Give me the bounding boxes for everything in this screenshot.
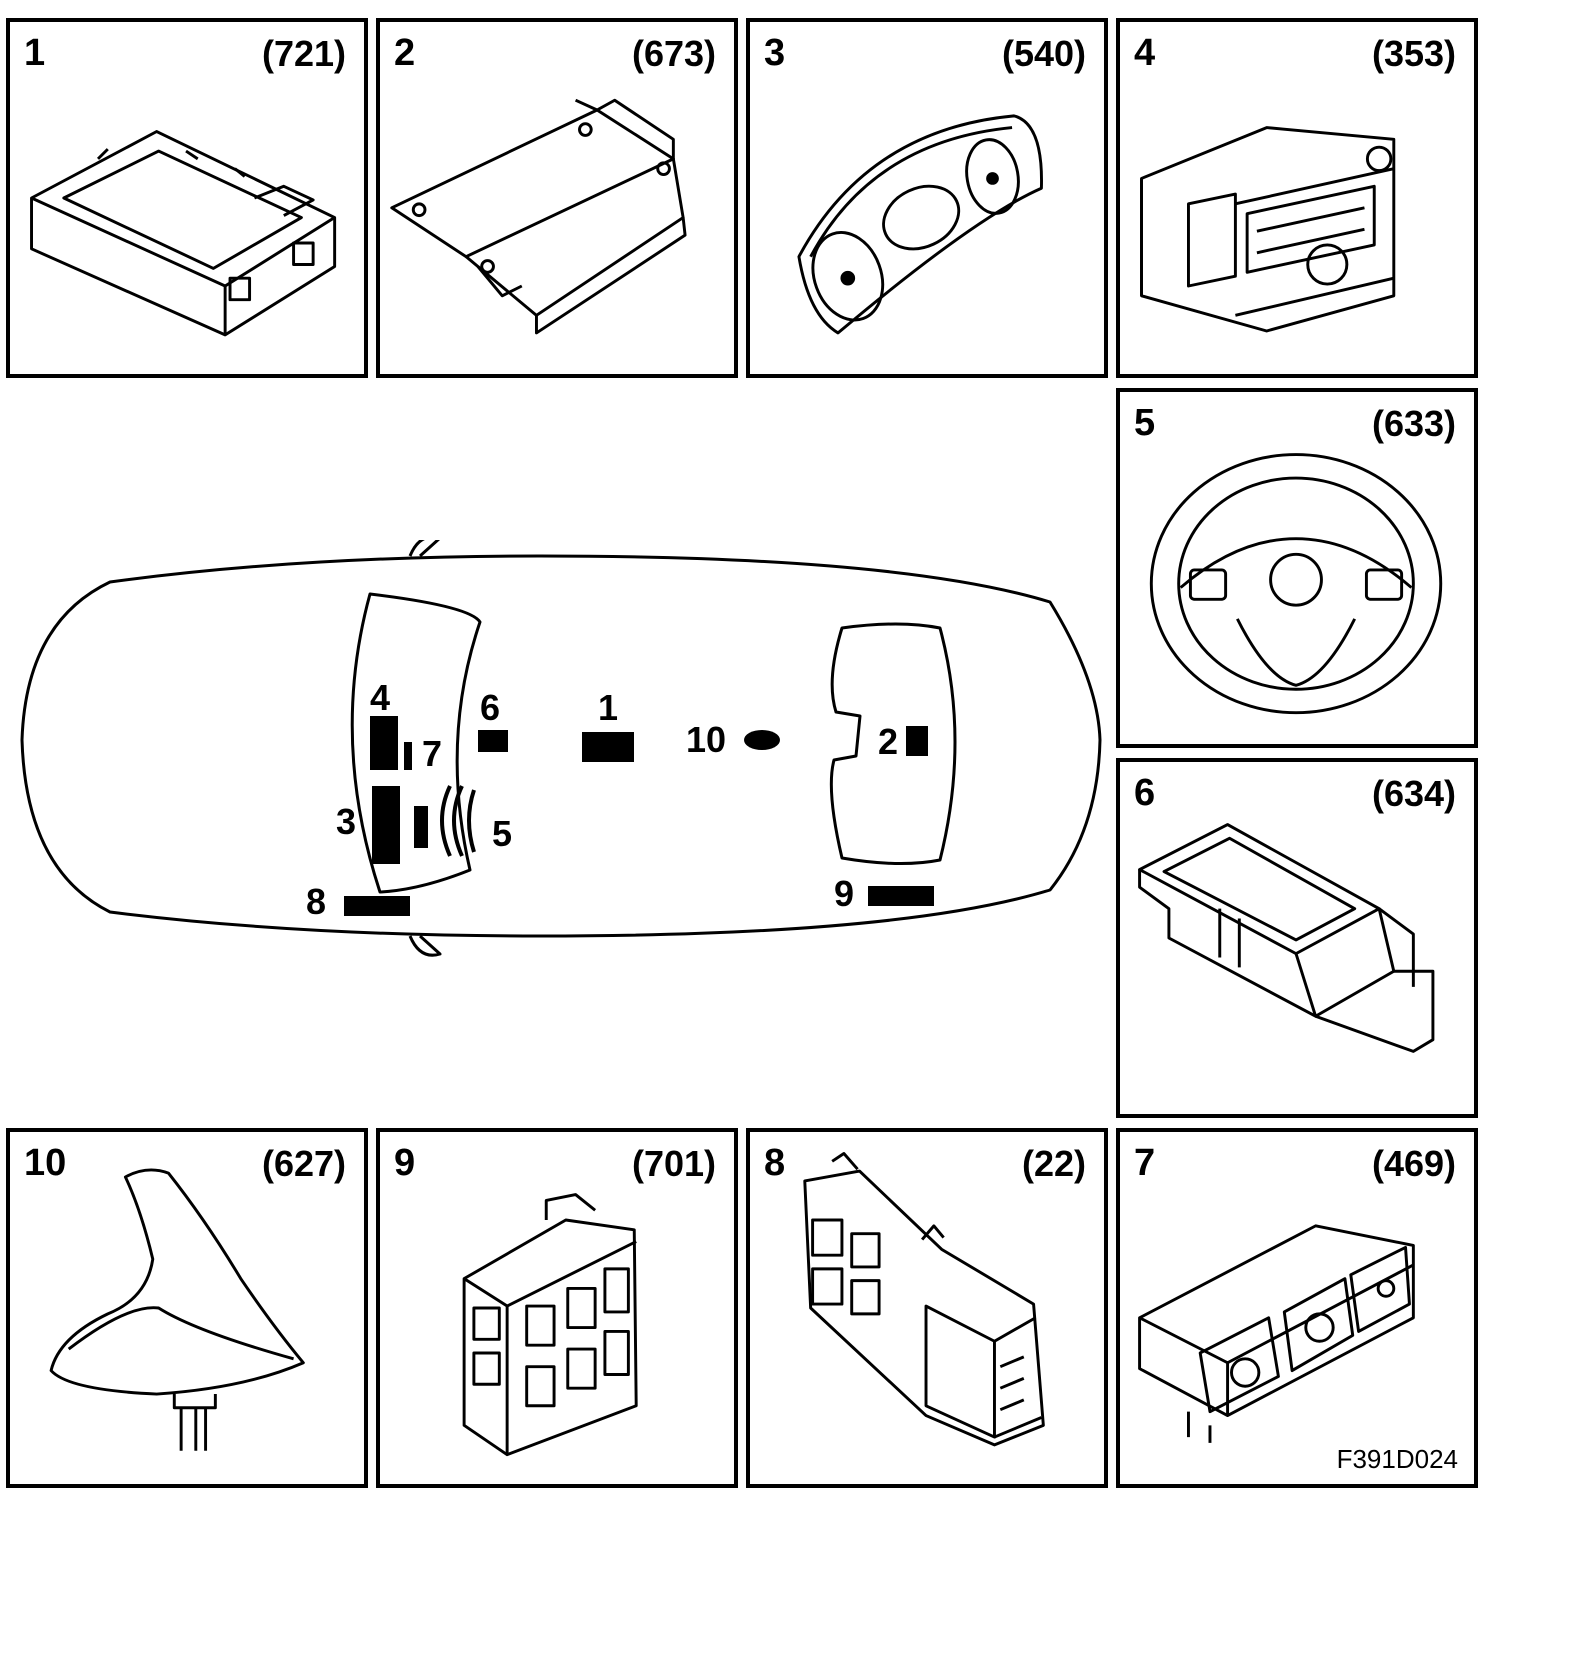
panel-code: (469) bbox=[1371, 1143, 1456, 1184]
location-marker-9 bbox=[868, 886, 934, 906]
radio-unit-icon bbox=[1140, 126, 1396, 333]
vehicle-label-9: 9 bbox=[834, 873, 854, 914]
vehicle-label-2: 2 bbox=[878, 721, 898, 762]
component-panel-10: 10 (627) bbox=[6, 1128, 368, 1488]
panel-code: (353) bbox=[1371, 33, 1456, 74]
panel-code: (701) bbox=[631, 1143, 716, 1184]
component-panel-4: 4 (353) bbox=[1116, 18, 1478, 378]
panel-number: 5 bbox=[1134, 402, 1156, 444]
panel-code: (721) bbox=[261, 33, 346, 74]
component-panel-3: 3 (540) bbox=[746, 18, 1108, 378]
panel-code: (540) bbox=[1001, 33, 1086, 74]
component-panel-9: 9 (701) bbox=[376, 1128, 738, 1488]
bracketed-module-icon bbox=[390, 98, 687, 335]
location-marker-1 bbox=[582, 732, 634, 762]
component-panel-7: 7 (469) F391D024 bbox=[1116, 1128, 1478, 1488]
location-marker-8 bbox=[344, 896, 410, 916]
panel-number: 3 bbox=[764, 32, 786, 74]
vehicle-label-3: 3 bbox=[336, 801, 356, 842]
figure-reference: F391D024 bbox=[1336, 1444, 1458, 1474]
panel-code: (634) bbox=[1371, 773, 1456, 814]
mirror-top bbox=[408, 540, 441, 558]
panel-number: 10 bbox=[24, 1142, 67, 1184]
panel-number: 9 bbox=[394, 1142, 416, 1184]
location-marker-6 bbox=[478, 730, 508, 752]
display-module-icon bbox=[1138, 823, 1435, 1053]
body-control-module-icon bbox=[803, 1152, 1045, 1447]
component-panel-1: 1 (721) bbox=[6, 18, 368, 378]
location-marker-5 bbox=[414, 785, 476, 857]
component-panel-5: 5 (633) bbox=[1116, 388, 1478, 748]
mirror-bottom bbox=[408, 934, 442, 957]
vehicle-label-6: 6 bbox=[480, 687, 500, 728]
relay-box-icon bbox=[462, 1193, 638, 1457]
location-marker-7 bbox=[404, 742, 412, 770]
panel-number: 6 bbox=[1134, 772, 1156, 814]
control-module-icon bbox=[30, 130, 337, 337]
vehicle-label-5: 5 bbox=[492, 813, 512, 854]
vehicle-label-7: 7 bbox=[422, 733, 442, 774]
panel-number: 1 bbox=[24, 32, 46, 74]
component-panel-6: 6 (634) bbox=[1116, 758, 1478, 1118]
location-marker-10 bbox=[744, 730, 780, 750]
component-panel-2: 2 (673) bbox=[376, 18, 738, 378]
location-marker-2 bbox=[906, 726, 928, 756]
car-body-outline bbox=[20, 554, 1102, 938]
panel-number: 4 bbox=[1134, 32, 1156, 74]
panel-number: 8 bbox=[764, 1142, 786, 1184]
panel-code: (22) bbox=[1021, 1143, 1086, 1184]
panel-code: (633) bbox=[1371, 403, 1456, 444]
location-marker-4 bbox=[370, 716, 398, 770]
panel-number: 2 bbox=[394, 32, 416, 74]
vehicle-top-view: 1 2 3 4 5 6 7 8 9 10 bbox=[20, 540, 1102, 957]
vehicle-label-4: 4 bbox=[370, 677, 390, 718]
panel-code: (673) bbox=[631, 33, 716, 74]
vehicle-label-8: 8 bbox=[306, 881, 326, 922]
rear-window-outline bbox=[829, 622, 957, 866]
windshield-outline bbox=[350, 592, 482, 894]
vehicle-label-10: 10 bbox=[686, 719, 726, 760]
instrument-cluster-icon bbox=[797, 114, 1043, 335]
location-marker-3 bbox=[372, 786, 400, 864]
antenna-icon bbox=[49, 1168, 305, 1451]
panel-number: 7 bbox=[1134, 1142, 1156, 1184]
component-panel-8: 8 (22) bbox=[746, 1128, 1108, 1488]
vehicle-label-1: 1 bbox=[598, 687, 618, 728]
steering-wheel-icon bbox=[1149, 453, 1443, 715]
panel-code: (627) bbox=[261, 1143, 346, 1184]
switch-pack-icon bbox=[1138, 1224, 1415, 1443]
